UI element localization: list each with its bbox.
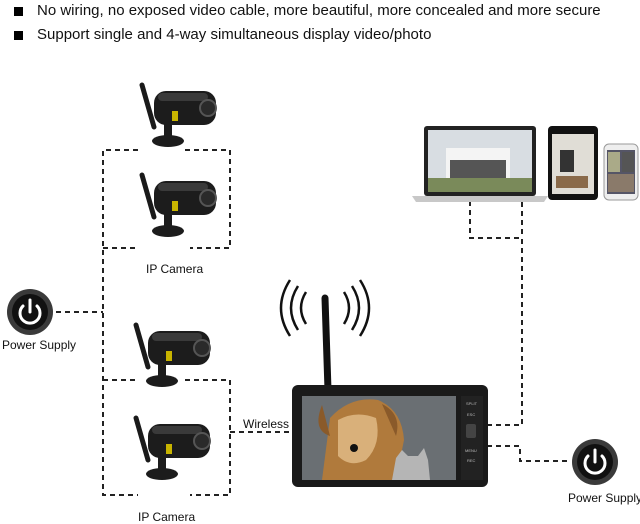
phone-icon (603, 143, 639, 201)
monitor-button-rec: REC (467, 458, 476, 463)
ip-camera-4 (136, 418, 210, 480)
bullet-square-icon (14, 30, 23, 40)
connection-lines (56, 149, 570, 496)
feature-text-1: No wiring, no exposed video cable, more … (37, 2, 601, 19)
monitor-button-esc: ESC (467, 412, 475, 417)
power-supply-label-left: Power Supply (2, 338, 77, 352)
ip-camera-label-top: IP Camera (146, 262, 204, 276)
wireless-signal-icon (279, 279, 371, 337)
laptop-icon (412, 126, 548, 202)
wireless-label: Wireless (243, 417, 290, 431)
ip-camera-2 (142, 175, 216, 237)
feature-text-2: Support single and 4-way simultaneous di… (37, 26, 432, 43)
ip-camera-1 (142, 85, 216, 147)
power-supply-label-right: Power Supply (568, 491, 640, 505)
power-icon (570, 437, 620, 487)
ip-camera-label-bottom: IP Camera (138, 510, 196, 524)
monitor-icon (292, 294, 488, 487)
feature-bullet-2: Support single and 4-way simultaneous di… (14, 26, 431, 44)
bullet-square-icon (14, 6, 23, 16)
ip-camera-3 (136, 325, 210, 387)
monitor-button-split: SPLIT (466, 401, 478, 406)
feature-bullet-1: No wiring, no exposed video cable, more … (14, 2, 601, 20)
monitor-button-menu: MENU (465, 448, 477, 453)
power-icon (5, 287, 55, 337)
tablet-icon (548, 126, 598, 200)
